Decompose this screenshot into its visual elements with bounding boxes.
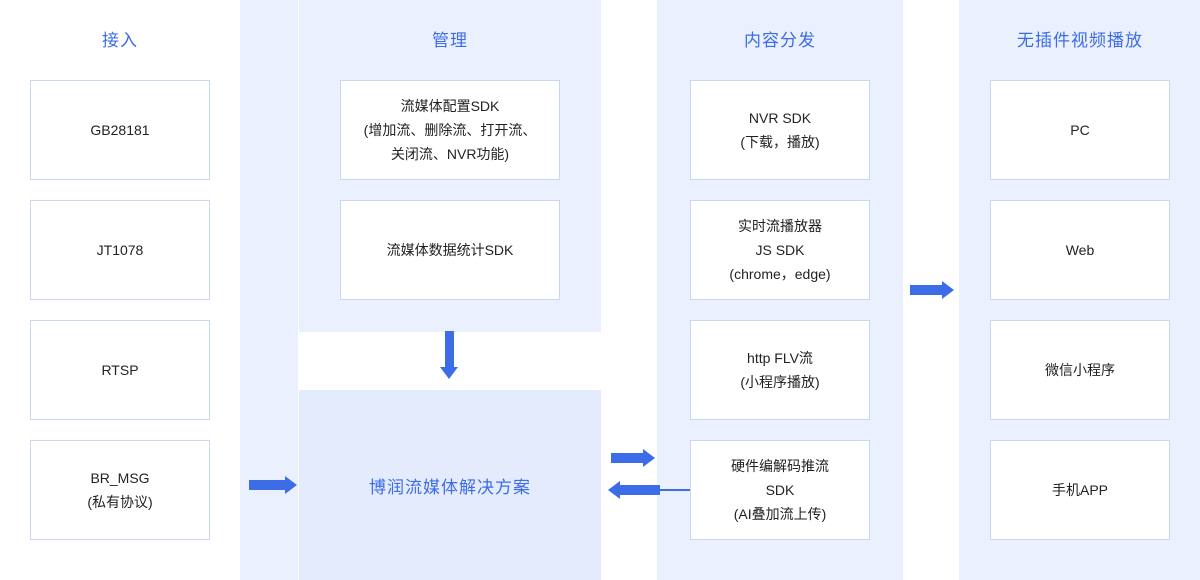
arrow-access-to-solution-shaft [249,480,285,490]
node-rtsp[interactable]: RTSP [30,320,210,420]
arrow-distribution-to-solution-shaft [620,485,660,495]
node-web-label: Web [1065,242,1095,258]
node-http-flv-label: http FLV流 (小程序播放) [740,350,820,390]
arrow-distribution-to-playback-shaft [910,285,942,295]
node-stream-stats-sdk-label: 流媒体数据统计SDK [386,242,514,258]
column-title-management: 管理 [432,31,468,50]
node-rtsp-label: RTSP [101,362,139,378]
arrow-management-to-solution-head [440,367,458,379]
arrow-distribution-to-solution-head [608,481,620,499]
solution-box-label: 博润流媒体解决方案 [369,477,531,497]
column-title-distribution: 内容分发 [744,31,816,50]
node-web[interactable]: Web [990,200,1170,300]
node-nvr-sdk[interactable]: NVR SDK (下载，播放) [690,80,870,180]
node-nvr-sdk-label: NVR SDK (下载，播放) [740,110,820,150]
node-mobile-app[interactable]: 手机APP [990,440,1170,540]
node-http-flv[interactable]: http FLV流 (小程序播放) [690,320,870,420]
arrow-solution-to-distribution-head [643,449,655,467]
node-stream-config-sdk-label: 流媒体配置SDK (增加流、删除流、打开流、 关闭流、NVR功能) [363,98,537,162]
node-jt1078[interactable]: JT1078 [30,200,210,300]
arrow-access-to-solution-head [285,476,297,494]
node-mobile-app-label: 手机APP [1051,482,1108,498]
arrow-management-to-solution-shaft [445,331,454,367]
node-stream-stats-sdk[interactable]: 流媒体数据统计SDK [340,200,560,300]
column-title-access: 接入 [102,31,138,50]
column-title-playback: 无插件视频播放 [1017,31,1143,50]
arrow-solution-to-distribution-shaft [611,453,643,463]
node-realtime-js-sdk[interactable]: 实时流播放器 JS SDK (chrome，edge) [690,200,870,300]
node-realtime-js-sdk-label: 实时流播放器 JS SDK (chrome，edge) [729,218,831,282]
solution-box[interactable]: 博润流媒体解决方案 [299,390,601,580]
node-br-msg-label: BR_MSG (私有协议) [87,470,153,510]
node-gb28181[interactable]: GB28181 [30,80,210,180]
node-jt1078-label: JT1078 [96,242,144,258]
arrow-distribution-to-playback-head [942,281,954,299]
node-stream-config-sdk[interactable]: 流媒体配置SDK (增加流、删除流、打开流、 关闭流、NVR功能) [340,80,560,180]
arrow-distribution-to-solution-line [640,489,690,491]
node-gb28181-label: GB28181 [90,122,150,138]
node-hw-encode-push-sdk[interactable]: 硬件编解码推流 SDK (AI叠加流上传) [690,440,870,540]
node-pc[interactable]: PC [990,80,1170,180]
node-hw-encode-push-sdk-label: 硬件编解码推流 SDK (AI叠加流上传) [731,458,829,522]
node-wechat-miniprogram[interactable]: 微信小程序 [990,320,1170,420]
node-wechat-miniprogram-label: 微信小程序 [1045,362,1115,378]
node-pc-label: PC [1070,122,1090,138]
node-br-msg[interactable]: BR_MSG (私有协议) [30,440,210,540]
